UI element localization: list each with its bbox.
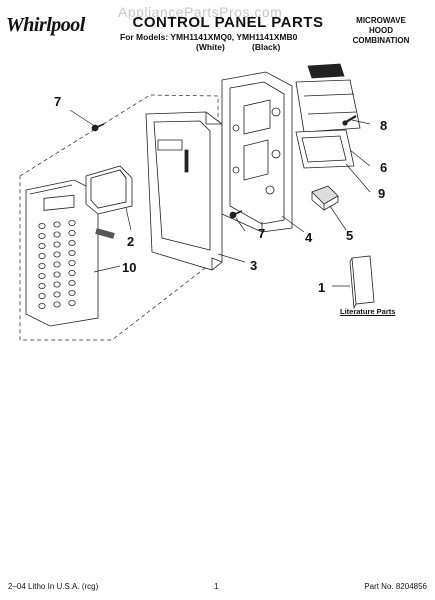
control-pad-button xyxy=(68,219,76,226)
product-type-line-2: HOOD xyxy=(369,26,393,35)
control-pad-button xyxy=(38,302,46,309)
page-title: CONTROL PANEL PARTS xyxy=(132,14,324,31)
control-pad-button xyxy=(53,221,61,228)
control-pad-button xyxy=(38,242,46,249)
control-pad-button xyxy=(68,289,76,296)
callout-5: 5 xyxy=(346,228,354,243)
product-type: MICROWAVE HOOD COMBINATION xyxy=(341,16,421,46)
control-pad-button xyxy=(68,229,76,236)
variant-white: (White) xyxy=(196,42,225,52)
touch-control-pad xyxy=(25,179,99,327)
callout-6: 6 xyxy=(380,160,388,175)
literature-parts-label: Literature Parts xyxy=(340,307,396,316)
control-pad-button xyxy=(68,279,76,286)
callout-2: 2 xyxy=(127,234,135,249)
literature-booklet xyxy=(349,255,375,310)
leader-lines xyxy=(69,109,371,287)
models-line: For Models: YMH1141XMQ0, YMH1141XMB0 xyxy=(120,32,298,42)
product-type-line-3: COMBINATION xyxy=(352,36,410,45)
control-pad-button xyxy=(53,251,61,258)
callout-9: 9 xyxy=(378,186,386,201)
control-pad-button xyxy=(68,259,76,266)
electronic-control-board xyxy=(295,63,361,133)
control-pad-button xyxy=(38,272,46,279)
footer-part-number: Part No. 8204856 xyxy=(364,582,427,591)
footer-page-number: 1 xyxy=(214,582,219,591)
brand-logo: Whirlpool xyxy=(6,14,85,36)
display-window-part xyxy=(85,165,133,239)
callout-7-bottom: 7 xyxy=(258,226,266,241)
control-panel-frame xyxy=(145,111,223,271)
product-type-line-1: MICROWAVE xyxy=(356,16,406,25)
control-pad-button xyxy=(38,262,46,269)
control-pad-button xyxy=(53,241,61,248)
control-pad-button xyxy=(68,299,76,306)
control-pad-button xyxy=(68,249,76,256)
variant-black: (Black) xyxy=(252,42,281,52)
callout-10: 10 xyxy=(122,260,137,275)
watermark: AppliancePartsPros.com xyxy=(118,4,283,20)
control-pad-button xyxy=(53,281,61,288)
latch-bracket xyxy=(311,185,339,211)
callout-4: 4 xyxy=(305,230,313,245)
screw-part-7-top xyxy=(91,123,105,132)
control-pad-button xyxy=(68,239,76,246)
screw-part-7-bottom xyxy=(229,210,243,219)
screw-part-8 xyxy=(342,115,357,126)
control-board-plate xyxy=(295,129,355,169)
footer-litho: 2–04 Litho In U.S.A. (rcg) xyxy=(8,582,99,591)
control-pad-button xyxy=(53,261,61,268)
control-pad-buttons xyxy=(38,219,76,309)
control-pad-button xyxy=(53,301,61,308)
control-pad-button xyxy=(38,222,46,229)
control-pad-button xyxy=(53,291,61,298)
callout-8: 8 xyxy=(380,118,388,133)
control-pad-button xyxy=(53,231,61,238)
control-pad-button xyxy=(38,282,46,289)
control-pad-button xyxy=(38,232,46,239)
control-pad-button xyxy=(38,292,46,299)
control-pad-button xyxy=(38,252,46,259)
control-board-bracket xyxy=(221,71,293,233)
control-pad-button xyxy=(53,271,61,278)
callout-3: 3 xyxy=(250,258,258,273)
callout-1: 1 xyxy=(318,280,326,295)
assembly-dashed-outline xyxy=(19,94,219,341)
callout-7-top: 7 xyxy=(54,94,62,109)
control-pad-button xyxy=(68,269,76,276)
